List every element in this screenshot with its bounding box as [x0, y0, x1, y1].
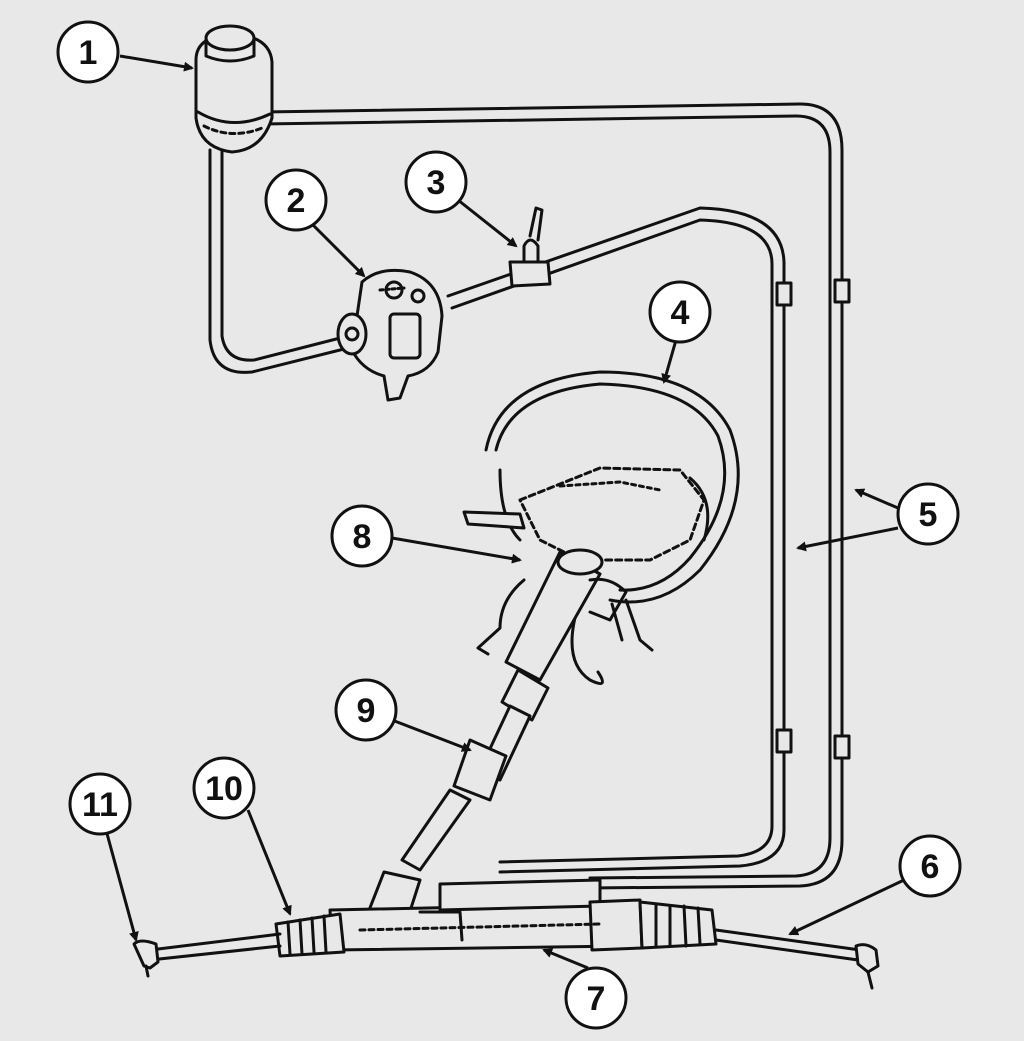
callout-7: 7 — [564, 966, 628, 1030]
intermediate-shaft — [364, 668, 550, 932]
arrow-9 — [391, 718, 472, 752]
callout-arrows — [104, 54, 905, 970]
callout-label-4: 4 — [671, 294, 690, 332]
power-steering-pump — [336, 268, 444, 402]
callout-label-6: 6 — [921, 848, 940, 886]
rack-boot — [274, 912, 346, 958]
callout-10: 10 — [192, 756, 256, 820]
arrow-2 — [308, 220, 366, 278]
callout-1: 1 — [56, 20, 120, 84]
callout-label-1: 1 — [79, 34, 98, 72]
callout-3: 3 — [404, 150, 468, 214]
callout-label-11: 11 — [82, 786, 118, 824]
callout-2: 2 — [264, 168, 328, 232]
callout-label-2: 2 — [287, 182, 306, 220]
callout-4: 4 — [648, 280, 712, 344]
arrow-6 — [788, 878, 905, 936]
pressure-switch — [508, 206, 552, 288]
arrow-4 — [661, 339, 678, 384]
arrow-7 — [542, 948, 589, 970]
tie-rod-right — [714, 928, 880, 990]
steering-wheel — [462, 370, 740, 686]
callout-label-3: 3 — [427, 164, 446, 202]
callout-label-5: 5 — [919, 496, 938, 534]
arrow-10 — [246, 809, 292, 916]
arrow-5a — [854, 488, 899, 510]
tie-rod-end-left — [132, 932, 282, 978]
callout-11: 11 — [68, 772, 132, 836]
arrow-3 — [457, 198, 518, 248]
callout-label-7: 7 — [587, 980, 606, 1018]
rack-boot-right — [638, 900, 718, 950]
steering-column — [504, 548, 628, 682]
arrow-1 — [119, 54, 194, 72]
pressure-and-return-lines — [208, 102, 851, 890]
callout-label-9: 9 — [357, 692, 376, 730]
arrow-5b — [796, 526, 899, 552]
callout-8: 8 — [330, 504, 394, 568]
callout-9: 9 — [334, 678, 398, 742]
callout-label-10: 10 — [205, 770, 243, 808]
callout-label-8: 8 — [353, 518, 372, 556]
callout-5: 5 — [896, 482, 960, 546]
arrow-8 — [391, 536, 522, 564]
fluid-reservoir — [194, 24, 274, 154]
arrow-11 — [104, 829, 139, 942]
callout-6: 6 — [898, 834, 962, 898]
